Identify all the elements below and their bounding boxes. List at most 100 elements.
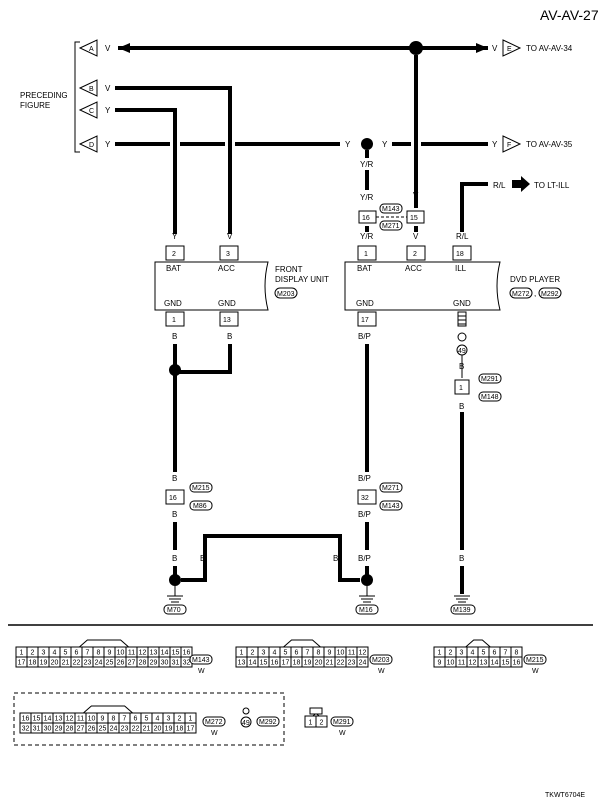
svg-text:M86: M86 <box>193 503 207 510</box>
to-av35: TO AV-AV-35 <box>526 140 573 149</box>
connector-pin-label: 3 <box>42 650 46 657</box>
preceding-label-2: FIGURE <box>20 101 50 110</box>
svg-text:16: 16 <box>169 495 177 502</box>
svg-text:M292: M292 <box>259 719 277 726</box>
dvd-connector-a-oval <box>509 287 533 299</box>
connector-id: M203 <box>372 657 390 664</box>
arrow-right-a <box>476 43 488 53</box>
svg-text:M16: M16 <box>359 607 373 614</box>
svg-text:16: 16 <box>362 215 370 222</box>
connector-cell <box>510 656 523 668</box>
fd-acc-wire-color: V <box>227 232 233 241</box>
connector-pin-label: 2 <box>31 650 35 657</box>
wire-c <box>115 108 177 234</box>
connector-pin-label: 3 <box>262 650 266 657</box>
fd-gnd-color-4: B <box>172 510 177 519</box>
dvd-gnd2-color-2: B <box>459 402 464 411</box>
junction-connector-3: 32 M271 M143 <box>357 482 403 511</box>
svg-text:D: D <box>89 142 94 149</box>
fd-bat-wire-color: Y <box>172 232 178 241</box>
ground-m139: M139 <box>450 595 476 615</box>
dvd-label-gnd2: GND <box>453 299 471 308</box>
connector-pin-label: 2 <box>449 650 453 657</box>
connector-pin-label: 21 <box>326 660 334 667</box>
to-lt-ill: TO LT-ILL <box>534 181 570 190</box>
connector-pin-label: 7 <box>306 650 310 657</box>
connector-pin-label: 11 <box>77 716 84 723</box>
connector-pin-label: 9 <box>108 650 112 657</box>
ground-m16: M16 <box>355 586 379 615</box>
pin-49: 49 <box>458 348 466 355</box>
connector-pin-label: 20 <box>51 660 59 667</box>
connector-pin-label: 19 <box>40 660 48 667</box>
dvd-label-ill: ILL <box>455 264 467 273</box>
connector-pin-label: 30 <box>44 726 52 733</box>
terminal-c: C <box>78 101 98 119</box>
junction-connector-1: 16 15 M143 M271 <box>358 203 425 231</box>
wire-rl <box>460 182 488 232</box>
connector-pin-label: 26 <box>88 726 96 733</box>
dvd-connector-b: M292 <box>541 291 559 298</box>
dvd-connector-a: M272 <box>512 291 530 298</box>
dvd-label-acc: ACC <box>405 264 422 273</box>
connector-pin-label: 29 <box>55 726 63 733</box>
connector-pin-label: 17 <box>187 726 195 733</box>
connector-color: W <box>339 730 346 737</box>
g1-crossing-color-a: B <box>200 554 205 563</box>
wire-d-color-left: Y <box>105 140 111 149</box>
connector-pin-label: 21 <box>143 726 151 733</box>
dvd-gnd2-color-3: B <box>459 554 464 563</box>
svg-text:M143: M143 <box>382 206 400 213</box>
connector-view-m292: 49 M292 <box>240 707 280 728</box>
svg-text:M271: M271 <box>382 485 400 492</box>
fd-pin-gnd1: 1 <box>172 317 176 324</box>
connector-pin-label: 17 <box>18 660 26 667</box>
connector-pin-label: 4 <box>273 650 277 657</box>
fd-name-2: DISPLAY UNIT <box>275 275 329 284</box>
terminal-e: E <box>502 39 522 57</box>
svg-text:M215: M215 <box>192 485 210 492</box>
connector-pin-label: 21 <box>62 660 70 667</box>
connector-pin-label: 5 <box>482 650 486 657</box>
page-id: AV-AV-27 <box>540 7 599 23</box>
g1-crossing-color-b: B <box>333 554 338 563</box>
connector-pin-label: 3 <box>167 716 171 723</box>
dvd-pin-bat: 1 <box>364 251 368 258</box>
connector-pin-label: 4 <box>471 650 475 657</box>
terminal-d: D <box>78 135 98 153</box>
dvd-pin-gnd1: 17 <box>361 317 369 324</box>
connector-id: M291 <box>333 719 351 726</box>
connector-pin-label: 29 <box>150 660 158 667</box>
connector-pin-label: 8 <box>97 650 101 657</box>
connector-pin-label: 20 <box>154 726 162 733</box>
connector-latch <box>465 639 491 648</box>
fd-gnd1-color: B <box>172 332 177 341</box>
connector-pin-label: 1 <box>438 650 442 657</box>
fd-gnd2-color: B <box>227 332 232 341</box>
fd-gnd-color-5: B <box>172 554 177 563</box>
connector-pin-label: 1 <box>20 650 24 657</box>
connector-pin-label: 28 <box>66 726 74 733</box>
connector-pin-label: 9 <box>438 660 442 667</box>
dvd-name: DVD PLAYER <box>510 275 560 284</box>
junction-connector-2: 16 M215 M86 <box>165 482 213 511</box>
junction-a <box>409 41 423 55</box>
connector-pin-label: 6 <box>75 650 79 657</box>
terminal-b: B <box>78 79 98 97</box>
connector-pin-label: 1 <box>309 720 313 727</box>
connector-pin-label: 3 <box>460 650 464 657</box>
svg-text:A: A <box>89 46 94 53</box>
connector-pin-label: 22 <box>73 660 81 667</box>
fd-label-gnd1: GND <box>164 299 182 308</box>
connector-pin-label: 31 <box>172 660 180 667</box>
junction-d <box>361 138 373 150</box>
dvd-gnd-color-2: B/P <box>358 474 371 483</box>
connector-pin-label: 10 <box>117 650 125 657</box>
connector-pin-label: 8 <box>317 650 321 657</box>
svg-text:C: C <box>89 108 94 115</box>
svg-text:E: E <box>507 46 512 53</box>
connector-pin-label: 15 <box>502 660 510 667</box>
dvd-gnd-color-3: B/P <box>358 510 371 519</box>
wire-b-color: V <box>105 84 111 93</box>
